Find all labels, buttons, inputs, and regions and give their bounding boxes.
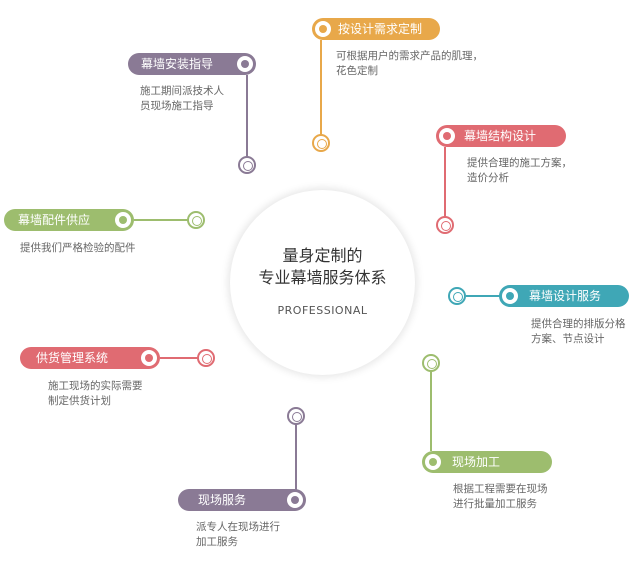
node-icon	[436, 216, 454, 234]
item-pill-process: 现场加工	[422, 451, 552, 473]
item-desc-line: 造价分析	[467, 172, 509, 184]
item-title: 幕墙安装指导	[141, 57, 214, 71]
item-title: 幕墙结构设计	[464, 129, 537, 143]
node-icon	[238, 156, 256, 174]
item-desc-guide: 施工期间派技术人 员现场施工指导	[140, 84, 224, 114]
connector-line	[160, 357, 198, 359]
item-pill-supply: 供货管理系统	[20, 347, 160, 369]
connector-line	[430, 371, 432, 451]
item-pill-design: 按设计需求定制	[312, 18, 440, 40]
item-title: 幕墙设计服务	[529, 289, 602, 303]
item-dot-icon	[315, 21, 331, 37]
item-title: 现场加工	[452, 455, 501, 469]
item-desc-line: 提供合理的施工方案，	[467, 157, 572, 169]
item-desc-onsite: 派专人在现场进行 加工服务	[196, 520, 280, 550]
item-dot-icon	[287, 492, 303, 508]
item-desc-line: 提供我们严格检验的配件	[20, 242, 136, 254]
item-pill-layout: 幕墙设计服务	[499, 285, 629, 307]
item-desc-design: 可根据用户的需求产品的肌理， 花色定制	[336, 49, 483, 79]
item-dot-icon	[439, 128, 455, 144]
center-title-line2: 专业幕墙服务体系	[258, 268, 387, 287]
item-pill-guide: 幕墙安装指导	[128, 53, 256, 75]
connector-line	[295, 424, 297, 490]
item-desc-layout: 提供合理的排版分格 方案、节点设计	[531, 317, 626, 347]
node-icon	[187, 211, 205, 229]
item-dot-icon	[141, 350, 157, 366]
item-desc-line: 派专人在现场进行	[196, 521, 280, 533]
connector-line	[466, 295, 500, 297]
item-title: 供货管理系统	[36, 351, 109, 365]
node-icon	[448, 287, 466, 305]
item-desc-line: 制定供货计划	[48, 395, 111, 407]
item-desc-line: 方案、节点设计	[531, 333, 605, 345]
item-desc-line: 施工现场的实际需要	[48, 380, 143, 392]
item-desc-line: 可根据用户的需求产品的肌理，	[336, 50, 483, 62]
connector-line	[134, 219, 188, 221]
node-icon	[197, 349, 215, 367]
item-pill-structure: 幕墙结构设计	[436, 125, 566, 147]
center-subtitle: PROFESSIONAL	[277, 304, 368, 317]
item-title: 现场服务	[198, 493, 247, 507]
item-title: 幕墙配件供应	[18, 213, 91, 227]
connector-line	[246, 75, 248, 157]
item-desc-line: 提供合理的排版分格	[531, 318, 626, 330]
item-dot-icon	[237, 56, 253, 72]
item-dot-icon	[502, 288, 518, 304]
connector-line	[444, 147, 446, 217]
node-icon	[312, 134, 330, 152]
item-pill-onsite: 现场服务	[178, 489, 306, 511]
item-desc-structure: 提供合理的施工方案， 造价分析	[467, 156, 572, 186]
item-desc-line: 员现场施工指导	[140, 100, 214, 112]
center-circle	[230, 190, 415, 375]
item-desc-line: 加工服务	[196, 536, 238, 548]
item-desc-line: 根据工程需要在现场	[453, 483, 548, 495]
item-desc-process: 根据工程需要在现场 进行批量加工服务	[453, 482, 548, 512]
node-icon	[287, 407, 305, 425]
item-desc-line: 花色定制	[336, 65, 378, 77]
item-desc-parts: 提供我们严格检验的配件	[20, 241, 136, 256]
center-title-line1: 量身定制的	[282, 246, 363, 265]
item-desc-line: 施工期间派技术人	[140, 85, 224, 97]
item-desc-supply: 施工现场的实际需要 制定供货计划	[48, 379, 143, 409]
node-icon	[422, 354, 440, 372]
item-dot-icon	[115, 212, 131, 228]
connector-line	[320, 40, 322, 137]
item-dot-icon	[425, 454, 441, 470]
item-pill-parts: 幕墙配件供应	[4, 209, 134, 231]
item-desc-line: 进行批量加工服务	[453, 498, 537, 510]
item-title: 按设计需求定制	[338, 22, 423, 36]
